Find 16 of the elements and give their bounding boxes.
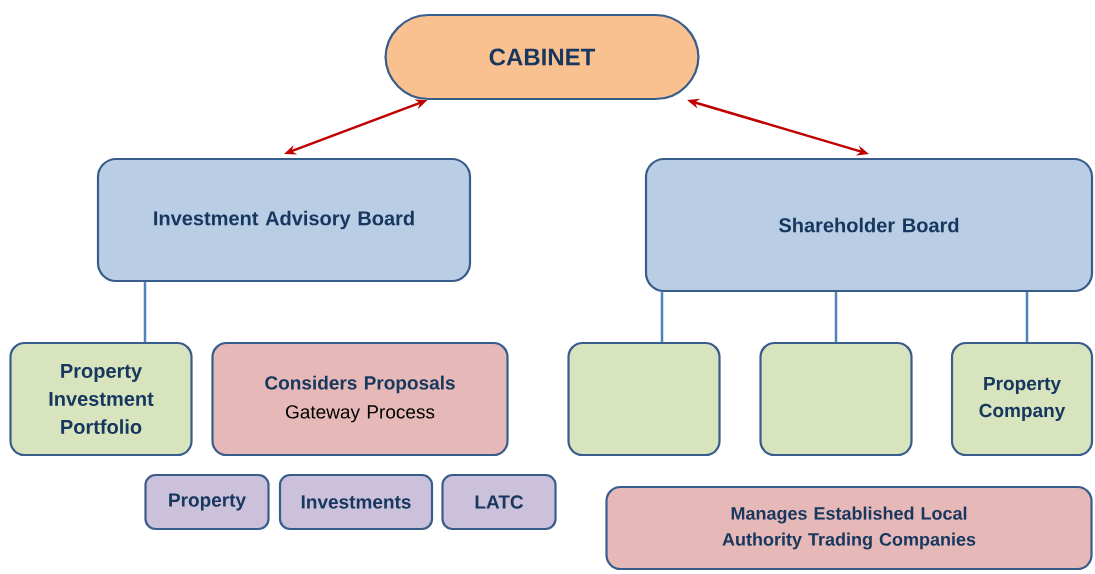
org-box: Property Company	[950, 341, 1094, 457]
org-box: Property	[144, 473, 270, 531]
org-box	[567, 341, 721, 457]
org-box	[759, 341, 913, 457]
org-box: LATC	[441, 473, 557, 531]
connector-line	[660, 292, 664, 342]
org-box: Investments	[278, 473, 434, 531]
org-box: Property Investment Portfolio	[9, 341, 193, 457]
connector-line	[143, 282, 147, 342]
rounded-pill: CABINET	[384, 13, 700, 101]
connector-line	[1025, 292, 1029, 342]
org-box: Considers Proposals Gateway Process	[211, 341, 509, 457]
org-box: Shareholder Board	[644, 157, 1094, 293]
org-box: Manages Established Local Authority Trading Companies	[605, 485, 1093, 571]
org-box: Investment Advisory Board	[96, 157, 472, 283]
connector-line	[834, 292, 838, 342]
